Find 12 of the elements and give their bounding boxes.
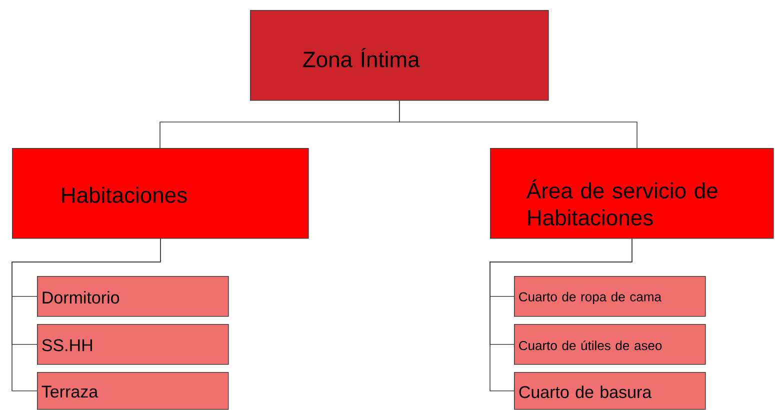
connector-line	[399, 100, 638, 148]
connector-line	[490, 238, 632, 392]
connector-line	[12, 238, 161, 392]
item-box: Dormitorio	[37, 276, 229, 317]
item-box: Cuarto de basura	[514, 372, 706, 410]
item-box: Cuarto de útiles de aseo	[514, 324, 706, 365]
title-box: Zona Íntima	[250, 10, 549, 101]
category-box: Habitaciones	[12, 148, 309, 239]
item-box: Cuarto de ropa de cama	[514, 276, 706, 317]
item-box: SS.HH	[37, 324, 229, 365]
category-box: Área de servicio de Habitaciones	[490, 148, 774, 239]
item-box: Terraza	[37, 372, 229, 410]
